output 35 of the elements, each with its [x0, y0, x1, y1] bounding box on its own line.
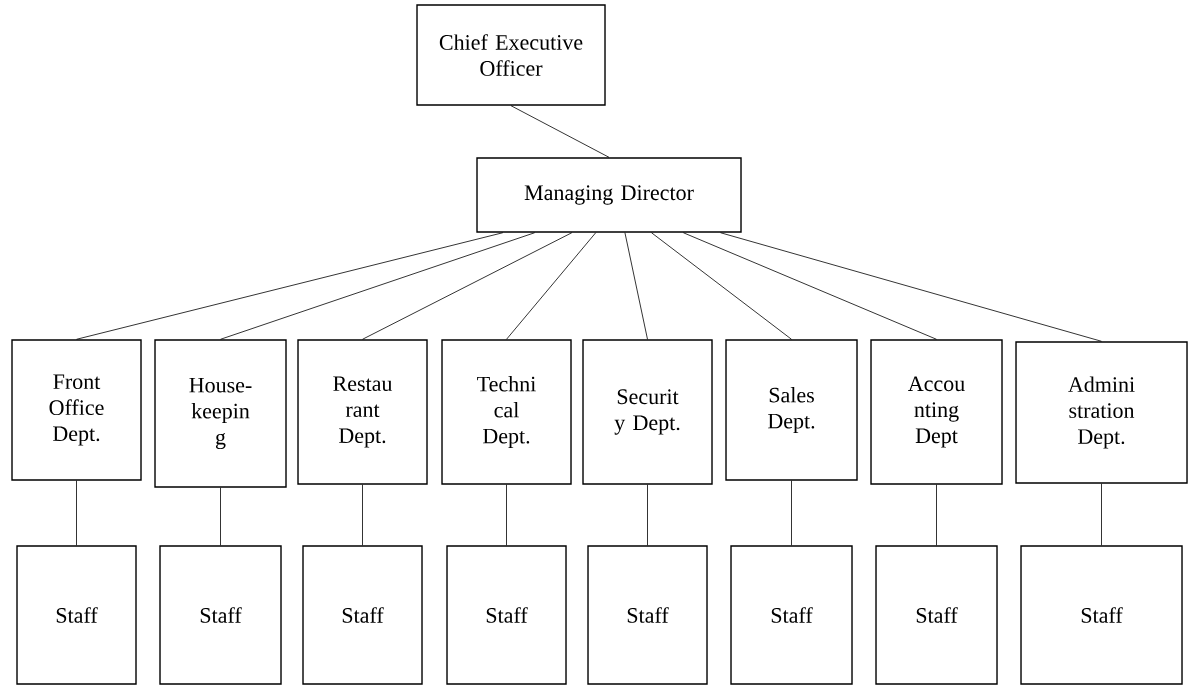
connector-line	[647, 484, 648, 546]
connector-line	[936, 484, 937, 546]
connector-line	[362, 484, 363, 546]
department-box: Securit y Dept.	[582, 339, 713, 485]
connector-line	[76, 480, 77, 546]
department-box: Sales Dept.	[725, 339, 858, 481]
department-box: House- keepin g	[154, 339, 287, 488]
connector-line	[651, 232, 792, 340]
connector-line	[720, 232, 1102, 342]
connector-line	[510, 105, 610, 158]
department-box: Admini stration Dept.	[1015, 341, 1188, 484]
connector-line	[220, 487, 221, 546]
connector-line	[624, 232, 648, 340]
staff-box: Staff	[16, 545, 137, 685]
staff-box: Staff	[1020, 545, 1183, 685]
connector-line	[791, 480, 792, 546]
connector-line	[362, 232, 573, 340]
department-box: Techni cal Dept.	[441, 339, 572, 485]
staff-box: Staff	[587, 545, 708, 685]
staff-box: Staff	[730, 545, 853, 685]
connector-line	[682, 232, 937, 340]
connector-line	[506, 232, 597, 340]
department-box: Front Office Dept.	[11, 339, 142, 481]
position-box: Managing Director	[476, 157, 742, 233]
staff-box: Staff	[446, 545, 567, 685]
department-box: Restau rant Dept.	[297, 339, 428, 485]
connector-line	[76, 232, 504, 340]
connector-line	[220, 232, 536, 340]
department-box: Accou nting Dept	[870, 339, 1003, 485]
position-box: Chief Executive Officer	[416, 4, 606, 106]
staff-box: Staff	[302, 545, 423, 685]
staff-box: Staff	[159, 545, 282, 685]
connector-line	[506, 484, 507, 546]
staff-box: Staff	[875, 545, 998, 685]
connector-line	[1101, 483, 1102, 546]
